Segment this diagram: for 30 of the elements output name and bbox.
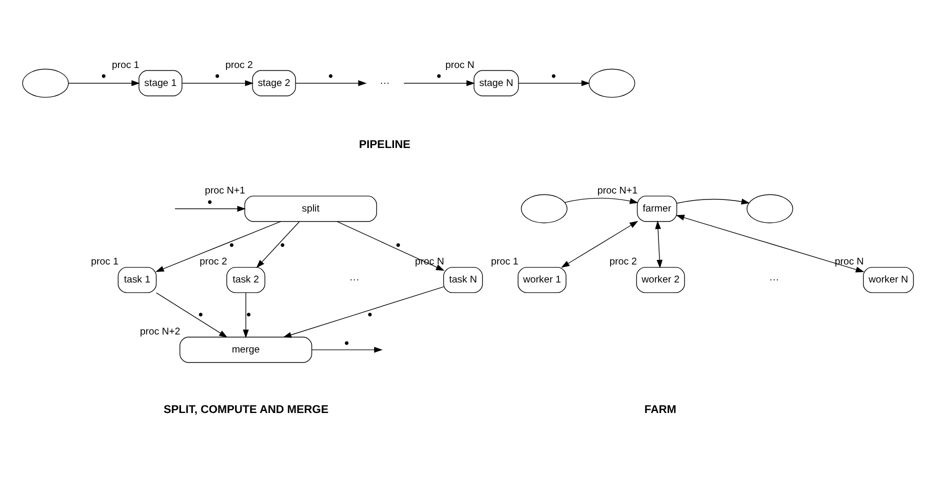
- node-label: proc N+1: [597, 184, 638, 196]
- edge-label: ●: [207, 196, 212, 206]
- edge-label: ●: [280, 238, 286, 249]
- node-label: proc N: [445, 59, 474, 70]
- edge-label: ●: [229, 238, 234, 249]
- node-label: proc 2: [609, 256, 637, 268]
- edge-label: ●: [551, 70, 556, 80]
- edge-label: ●: [396, 238, 401, 249]
- label: FARM: [644, 404, 676, 416]
- node-label: proc N: [834, 256, 864, 268]
- node-label: proc 1: [490, 256, 518, 268]
- node-text: ···: [380, 77, 390, 88]
- node-label: proc 1: [112, 59, 140, 70]
- node-text: ···: [350, 274, 360, 286]
- edge-label: ●: [214, 70, 220, 80]
- label: PIPELINE: [359, 138, 410, 150]
- node-label: proc N+2: [140, 326, 180, 337]
- edge-label: ●: [367, 308, 373, 319]
- edge-label: ●: [198, 308, 204, 319]
- edge-label: ●: [246, 308, 252, 319]
- node-label: proc 2: [225, 59, 253, 70]
- node-text: ···: [769, 274, 780, 286]
- node-label: proc 2: [200, 256, 228, 268]
- edge-label: ●: [436, 70, 442, 80]
- node-label: proc 1: [91, 256, 118, 268]
- node-label: proc N+1: [204, 184, 246, 196]
- label: SPLIT, COMPUTE AND MERGE: [164, 404, 328, 416]
- edge-label: ●: [344, 336, 350, 347]
- edge-label: ●: [328, 70, 334, 80]
- edge-label: ●: [101, 70, 106, 80]
